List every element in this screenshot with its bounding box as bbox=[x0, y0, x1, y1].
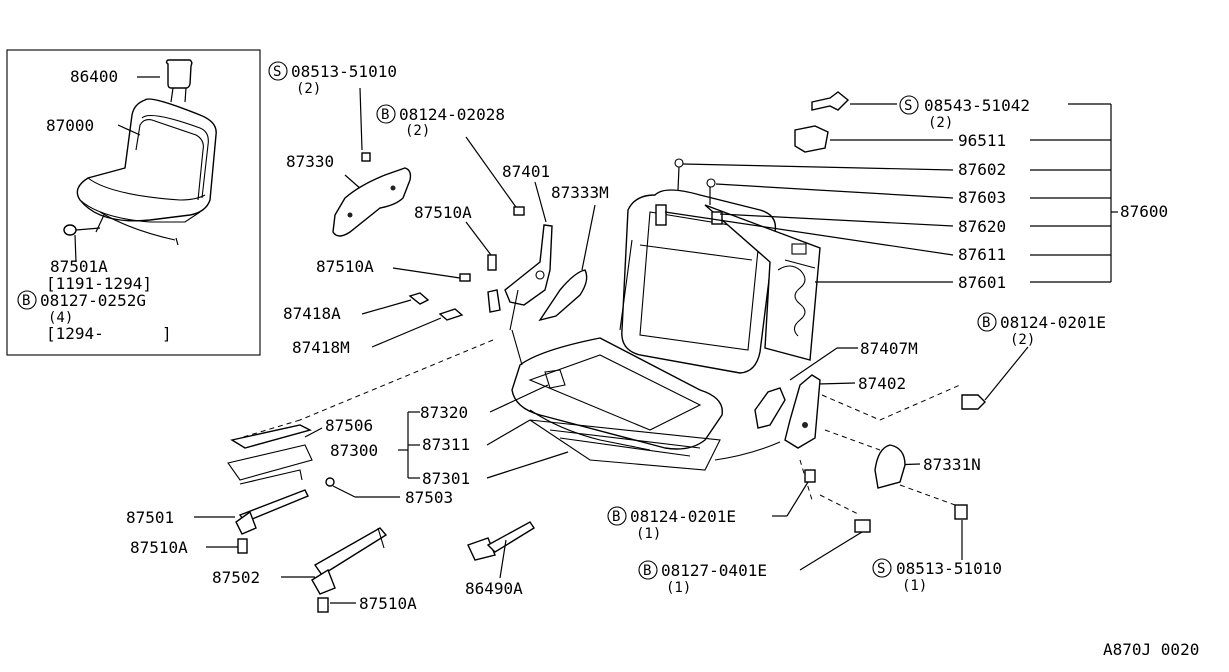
bolt-symbol-icon-4 bbox=[607, 506, 627, 526]
label-96511: 96511 bbox=[958, 131, 1006, 150]
bolt-symbol-letter-4: B bbox=[612, 509, 620, 525]
label-87407M: 87407M bbox=[860, 339, 918, 358]
bolt-symbol-letter-2: B bbox=[381, 107, 389, 123]
headrest-illustration bbox=[165, 59, 193, 103]
label-inset-range-2: [1294- bbox=[46, 324, 104, 343]
label-08543-51042: 08543-51042 bbox=[924, 96, 1030, 115]
label-87602: 87602 bbox=[958, 160, 1006, 179]
label-inset-range-1: [1191-1294] bbox=[46, 274, 152, 293]
screw-symbol-letter-3: S bbox=[877, 561, 885, 577]
label-08513-51010-bottom: 08513-51010 bbox=[896, 559, 1002, 578]
label-87300: 87300 bbox=[330, 441, 378, 460]
label-87401: 87401 bbox=[502, 162, 550, 181]
bolt-symbol-letter-3: B bbox=[982, 315, 990, 331]
screw-symbol-icon-2 bbox=[899, 95, 919, 115]
label-87502: 87502 bbox=[212, 568, 260, 587]
label-08124-0201E-bottom-qty: (1) bbox=[636, 526, 661, 542]
callouts-top-right: S 08543-51042 (2) 96511 87602 87603 8762… bbox=[664, 91, 1168, 474]
label-87601: 87601 bbox=[958, 273, 1006, 292]
label-inset-bolt-code: 08127-0252G bbox=[40, 291, 146, 310]
screw-symbol-letter-2: S bbox=[904, 98, 912, 114]
label-08513-51010-top: 08513-51010 bbox=[291, 62, 397, 81]
seat-back-illustration bbox=[619, 189, 821, 374]
label-inset-bolt-qty: (4) bbox=[48, 310, 73, 326]
bolt-symbol-icon bbox=[17, 290, 37, 310]
label-08124-0201E-bottom: 08124-0201E bbox=[630, 507, 736, 526]
bolt-symbol-letter: B bbox=[22, 293, 30, 309]
label-87311: 87311 bbox=[422, 435, 470, 454]
diagram-reference-code: A870J 0020 bbox=[1103, 640, 1199, 659]
bolt-symbol-icon-5 bbox=[638, 560, 658, 580]
label-87418A: 87418A bbox=[283, 304, 341, 323]
label-08127-0401E: 08127-0401E bbox=[661, 561, 767, 580]
hinge-bracket-parts bbox=[332, 152, 588, 331]
bolt-symbol-icon-3 bbox=[977, 312, 997, 332]
label-08127-0401E-qty: (1) bbox=[666, 580, 691, 596]
label-87503: 87503 bbox=[405, 488, 453, 507]
seat-cushion-illustration bbox=[511, 329, 724, 471]
screw-symbol-icon-3 bbox=[872, 558, 892, 578]
label-87501: 87501 bbox=[126, 508, 174, 527]
label-87501A-inset: 87501A bbox=[50, 257, 108, 276]
bolt-symbol-letter-5: B bbox=[643, 563, 651, 579]
label-08543-51042-qty: (2) bbox=[928, 115, 953, 131]
label-87510A-a: 87510A bbox=[414, 203, 472, 222]
label-08124-0201E-right-qty: (2) bbox=[1010, 332, 1035, 348]
label-87510A-b: 87510A bbox=[316, 257, 374, 276]
label-87320: 87320 bbox=[420, 403, 468, 422]
seat-inset-illustration bbox=[63, 98, 217, 246]
label-87510A-d: 87510A bbox=[359, 594, 417, 613]
label-87620: 87620 bbox=[958, 217, 1006, 236]
label-87603: 87603 bbox=[958, 188, 1006, 207]
label-08513-51010-bottom-qty: (1) bbox=[902, 578, 927, 594]
label-87510A-c: 87510A bbox=[130, 538, 188, 557]
label-87611: 87611 bbox=[958, 245, 1006, 264]
label-08124-02028-qty: (2) bbox=[405, 123, 430, 139]
label-08124-0201E-right: 08124-0201E bbox=[1000, 313, 1106, 332]
callouts-bottom: 87506 87320 87300 87311 87301 87503 8750… bbox=[126, 339, 1002, 613]
label-08513-51010-top-qty: (2) bbox=[296, 81, 321, 97]
label-86490A: 86490A bbox=[465, 579, 523, 598]
bolt-symbol-icon-2 bbox=[376, 104, 396, 124]
callouts-top-left: S 08513-51010 (2) B 08124-02028 (2) 8733… bbox=[268, 61, 609, 357]
screw-symbol-icon bbox=[268, 61, 288, 81]
label-87600: 87600 bbox=[1120, 202, 1168, 221]
label-inset-range-2-end: ] bbox=[162, 324, 172, 343]
label-86400: 86400 bbox=[70, 67, 118, 86]
label-87330: 87330 bbox=[286, 152, 334, 171]
label-87418M: 87418M bbox=[292, 338, 350, 357]
label-08124-02028: 08124-02028 bbox=[399, 105, 505, 124]
recliner-parts bbox=[714, 374, 968, 533]
label-87506: 87506 bbox=[325, 416, 373, 435]
label-87402: 87402 bbox=[858, 374, 906, 393]
label-87000: 87000 bbox=[46, 116, 94, 135]
screw-symbol-letter: S bbox=[273, 64, 281, 80]
inset-box: 86400 87000 87501A [1191-1294] B 08127-0… bbox=[6, 49, 261, 356]
label-87333M: 87333M bbox=[551, 183, 609, 202]
label-87331N: 87331N bbox=[923, 455, 981, 474]
label-87301: 87301 bbox=[422, 469, 470, 488]
